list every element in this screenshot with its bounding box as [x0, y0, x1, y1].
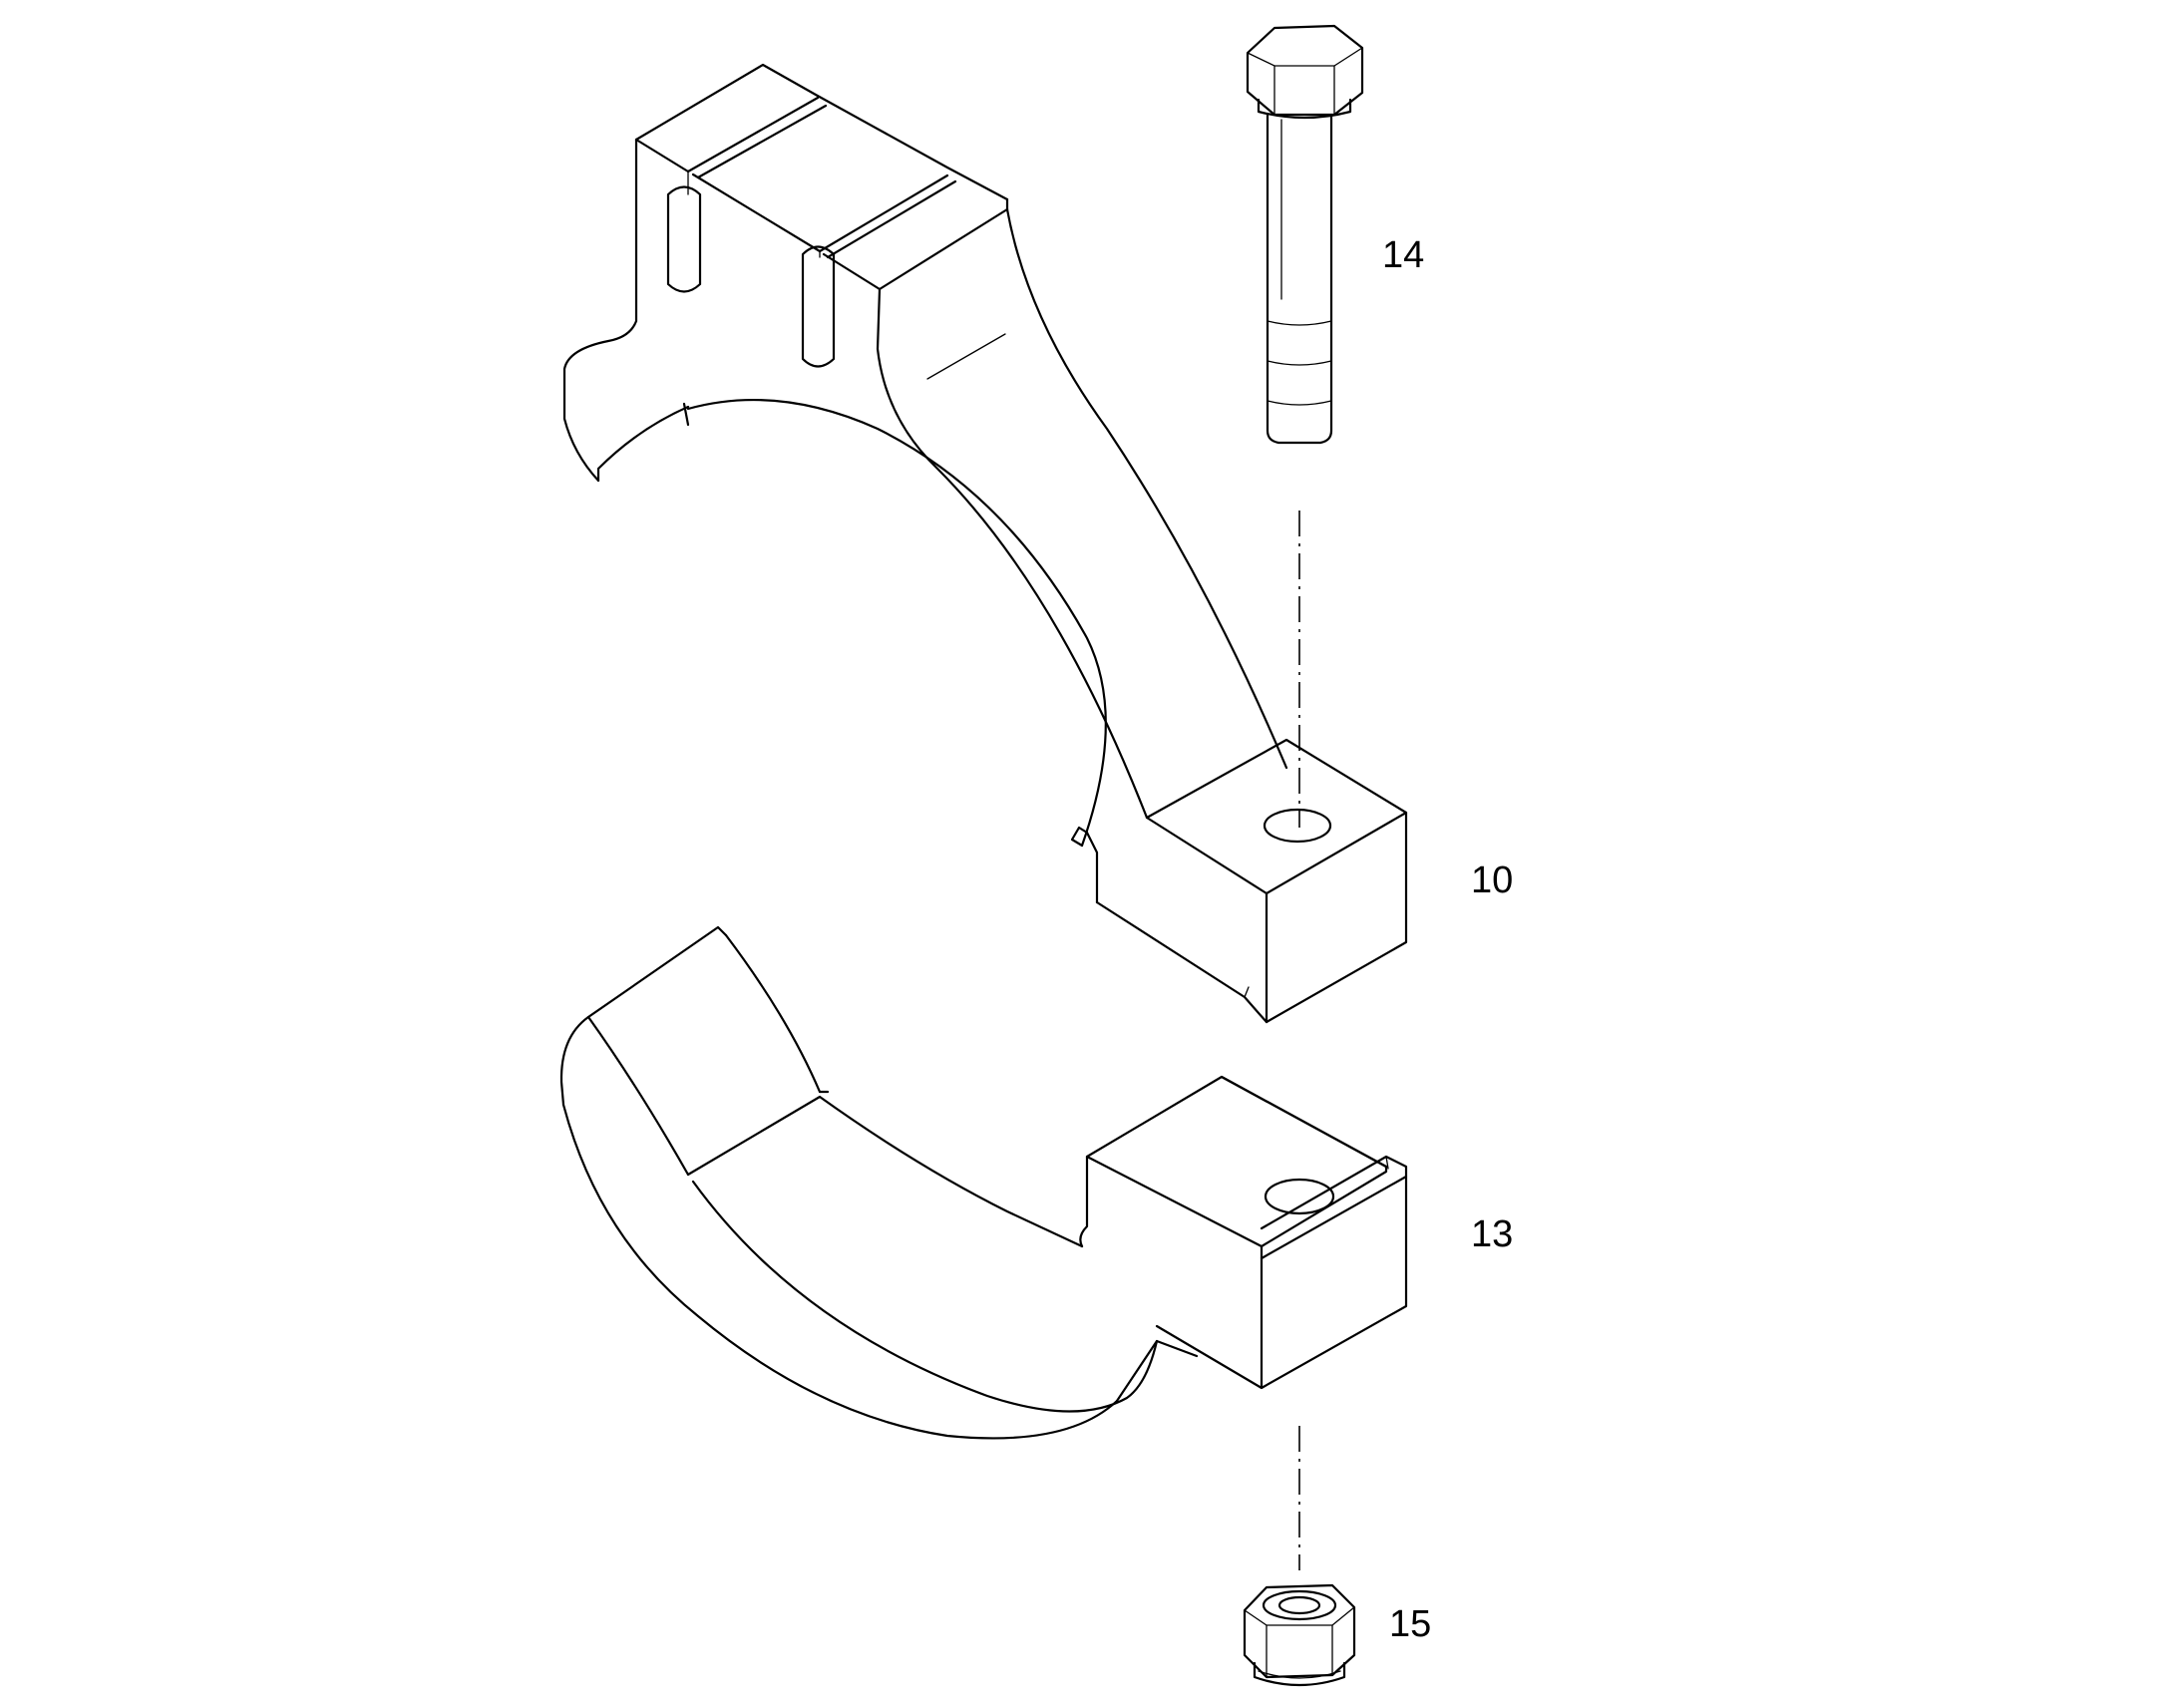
- hex-nut: [1243, 1583, 1356, 1687]
- callout-13-label: 13: [1471, 1213, 1513, 1255]
- callout-10-label: 10: [1471, 859, 1513, 901]
- lower-bearing-cap: [559, 925, 1408, 1440]
- callout-15-label: 15: [1389, 1603, 1431, 1645]
- upper-bearing-cap: [562, 63, 1408, 1024]
- hex-bolt: [1246, 24, 1364, 445]
- callout-14-label: 14: [1382, 234, 1424, 276]
